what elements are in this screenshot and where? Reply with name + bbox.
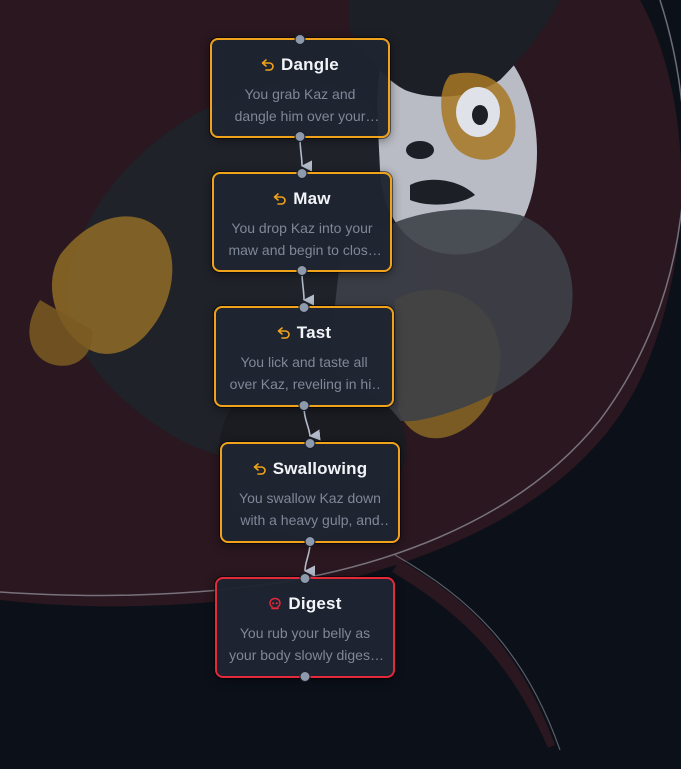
flow-node-digest[interactable]: Digest You rub your belly as your body s… — [215, 573, 395, 682]
node-title: Dangle — [281, 55, 339, 74]
output-handle[interactable] — [296, 265, 308, 276]
node-description: You grab Kaz and dangle him over your ma… — [234, 86, 366, 124]
node-description: You drop Kaz into your maw and begin to … — [228, 220, 376, 258]
node-description: You lick and taste all over Kaz, revelin… — [229, 354, 379, 392]
flow-node-maw[interactable]: Maw You drop Kaz into your maw and begin… — [212, 168, 392, 276]
skull-icon — [269, 597, 282, 610]
node-title: Digest — [288, 594, 342, 613]
undo-arrow-icon — [261, 59, 274, 71]
node-title: Tast — [296, 323, 332, 342]
node-description: You swallow Kaz down with a heavy gulp, … — [239, 490, 381, 528]
input-handle[interactable] — [296, 168, 308, 179]
node-header: Digest — [217, 593, 393, 615]
node-title: Swallowing — [272, 459, 368, 478]
undo-arrow-icon — [273, 193, 287, 205]
node-header: Swallowing — [222, 458, 398, 480]
flow-node-swallowing[interactable]: Swallowing You swallow Kaz down with a h… — [220, 438, 400, 547]
node-description: You rub your belly as your body slowly d… — [229, 625, 381, 663]
node-header: Tast — [216, 322, 392, 344]
undo-arrow-icon — [253, 463, 266, 475]
output-handle[interactable] — [298, 400, 310, 411]
input-handle[interactable] — [299, 573, 311, 584]
flow-node-dangle[interactable]: Dangle You grab Kaz and dangle him over … — [210, 34, 390, 142]
output-handle[interactable] — [294, 131, 306, 142]
undo-arrow-icon — [277, 327, 290, 339]
output-handle[interactable] — [299, 671, 311, 682]
node-header: Dangle — [212, 54, 388, 76]
input-handle[interactable] — [298, 302, 310, 313]
node-title: Maw — [293, 189, 331, 208]
node-header: Maw — [214, 188, 390, 210]
input-handle[interactable] — [294, 34, 306, 45]
output-handle[interactable] — [304, 536, 316, 547]
input-handle[interactable] — [304, 438, 316, 449]
flow-node-tast[interactable]: Tast You lick and taste all over Kaz, re… — [214, 302, 394, 411]
